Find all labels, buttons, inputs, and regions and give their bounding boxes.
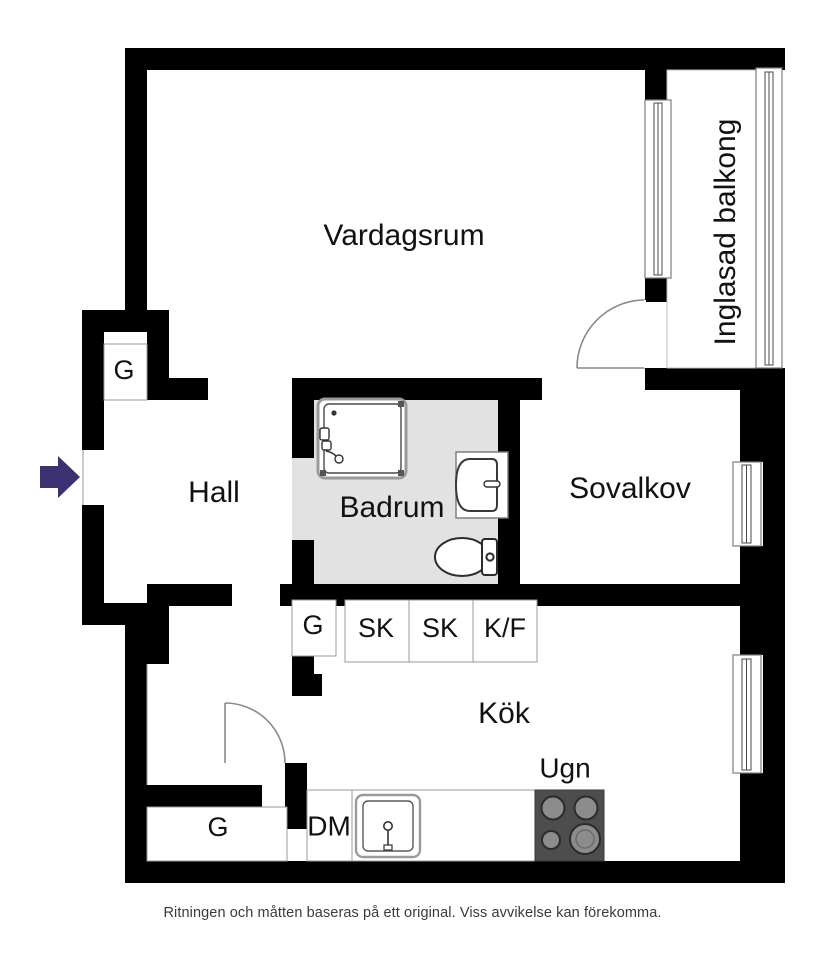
appliance-label-diskmaskin: DM — [307, 810, 351, 841]
room-labels: Vardagsrum Hall Badrum Sovalkov Kök Ingl… — [188, 119, 742, 730]
room-label-badrum: Badrum — [339, 491, 444, 524]
cabinet-label-kyl-frys: K/F — [484, 613, 526, 643]
appliance-label-ugn: Ugn — [539, 752, 590, 783]
washbasin-icon — [454, 451, 509, 519]
window-balcony-right — [755, 67, 783, 369]
kitchen-sink-icon — [354, 793, 422, 859]
walls — [82, 48, 785, 883]
window-kitchen — [732, 654, 762, 774]
room-label-hall: Hall — [188, 476, 240, 509]
cabinet-label-skafferi-1: SK — [358, 613, 394, 643]
cooktop-icon — [534, 789, 605, 862]
shower-enclosure-icon — [316, 397, 408, 480]
room-label-sovalkov: Sovalkov — [569, 472, 691, 505]
room-label-kok: Kök — [478, 697, 531, 730]
door-balcony-swing — [576, 299, 646, 369]
disclaimer-footnote: Ritningen och måtten baseras på ett orig… — [163, 905, 662, 921]
wall-hairlines — [82, 450, 148, 785]
toilet-icon — [434, 537, 498, 577]
cabinet-label-garderob-kok-row: G — [302, 610, 323, 640]
door-kitchen-swing — [224, 702, 286, 764]
cabinet-garderob-hall-upper — [103, 343, 148, 401]
cabinet-labels: G G SK SK K/F G — [113, 355, 526, 842]
cabinet-garderob-hall-lower — [146, 806, 288, 862]
cabinet-label-garderob-hall-upper: G — [113, 355, 134, 385]
entrance-arrow-icon — [40, 456, 80, 498]
cabinet-label-garderob-hall-lower: G — [207, 812, 228, 842]
appliance-labels: DM Ugn — [307, 752, 590, 841]
cabinet-row-kitchen — [291, 599, 538, 663]
room-label-balkong: Inglasad balkong — [709, 119, 742, 346]
room-label-vardagsrum: Vardagsrum — [323, 219, 484, 252]
window-sovalkov — [732, 461, 762, 547]
window-balcony-left — [644, 99, 672, 279]
cabinet-label-skafferi-2: SK — [422, 613, 458, 643]
